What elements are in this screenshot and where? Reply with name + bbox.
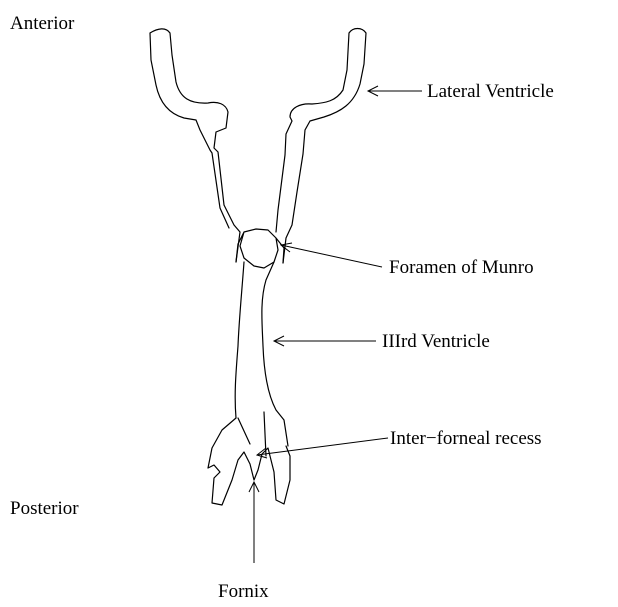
foramen-of-munro-arrow [281,243,382,267]
ventricle-outline [150,29,366,506]
foramen-region [236,229,284,268]
anterior-label: Anterior [10,13,75,34]
foramen-of-munro-label: Foramen of Munro [389,257,534,278]
third-ventricle-label: IIIrd Ventricle [382,331,490,352]
third-ventricle [235,262,288,446]
posterior-label: Posterior [10,498,79,519]
fornix-arrow [249,482,259,563]
left-lateral-ventricle [150,29,240,262]
fornix-label: Fornix [218,581,269,602]
lateral-ventricle-arrow [368,86,422,96]
lateral-ventricle-label: Lateral Ventricle [427,81,554,102]
inter-forneal-recess-label: Inter−forneal recess [390,428,542,449]
inter-forneal-recess-arrow [257,438,388,458]
third-ventricle-arrow [274,336,376,346]
right-lateral-ventricle [276,29,366,264]
